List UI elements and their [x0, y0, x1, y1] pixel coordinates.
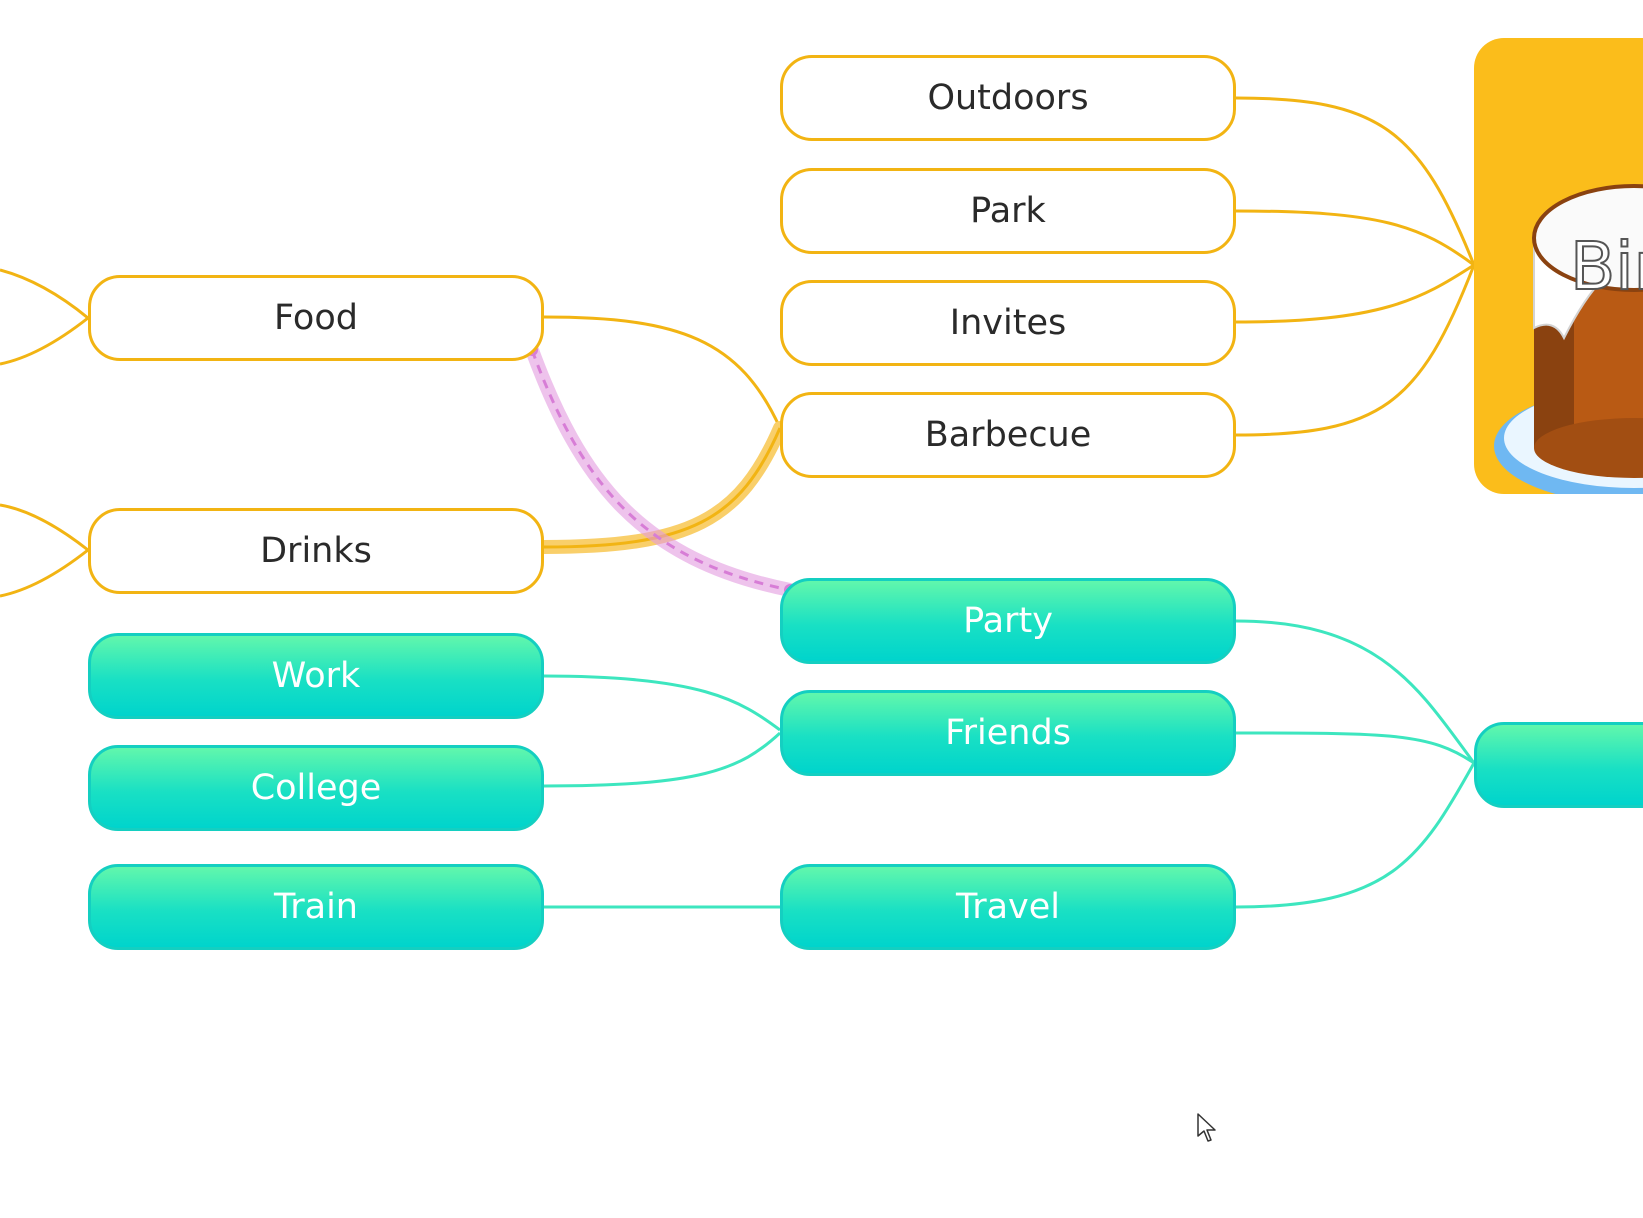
topic-barbecue[interactable]: Barbecue [780, 392, 1236, 478]
connector-friends-root [1235, 731, 1475, 765]
central-topic[interactable]: Bir [1474, 38, 1643, 494]
connector-party-root [1235, 619, 1476, 764]
topic-label: Travel [955, 887, 1061, 927]
topic-label: Outdoors [927, 78, 1089, 118]
connector-drinks-left-up [0, 503, 89, 552]
topic-drinks[interactable]: Drinks [88, 508, 544, 594]
topic-train[interactable]: Train [88, 864, 544, 950]
connector-outdoors-root [1235, 96, 1476, 266]
central-topic-title: Bir [1569, 227, 1643, 306]
topic-park[interactable]: Park [780, 168, 1236, 254]
topic-label: Party [963, 601, 1053, 641]
topic-work[interactable]: Work [88, 633, 544, 719]
topic-label: Food [274, 298, 358, 338]
birthday-cake-icon [1494, 184, 1643, 494]
mouse-pointer-icon [1197, 1113, 1216, 1142]
connector-drinks-left-down [0, 548, 89, 598]
topic-college[interactable]: College [88, 745, 544, 831]
topic-label: Invites [949, 303, 1067, 343]
topic-party[interactable]: Party [780, 578, 1236, 664]
connector-invites-root [1235, 263, 1475, 324]
topic-label: Barbecue [924, 415, 1092, 455]
connector-work-friends [543, 674, 781, 732]
connector-travel-root [1235, 762, 1476, 909]
topic-label: Train [274, 887, 358, 927]
connector-food-left-up [0, 268, 89, 320]
connector-food-left-down [0, 316, 89, 366]
topic-label: Park [970, 191, 1046, 231]
topic-label: Friends [945, 713, 1071, 753]
topic-travel[interactable]: Travel [780, 864, 1236, 950]
connector-college-friends [543, 731, 782, 788]
topic-food[interactable]: Food [88, 275, 544, 361]
topic-friends[interactable]: Friends [780, 690, 1236, 776]
topic-outdoors[interactable]: Outdoors [780, 55, 1236, 141]
connector-park-root [1235, 209, 1475, 267]
secondary-root-topic[interactable] [1474, 722, 1643, 808]
topic-label: Drinks [260, 531, 372, 571]
connector-barbecue-root [1235, 264, 1476, 437]
connector-food-barbecue [543, 315, 782, 429]
relationship-line[interactable] [530, 349, 791, 592]
topic-invites[interactable]: Invites [780, 280, 1236, 366]
connector-drinks-barbecue[interactable] [543, 427, 782, 549]
topic-label: College [250, 768, 382, 808]
topic-label: Work [271, 656, 361, 696]
